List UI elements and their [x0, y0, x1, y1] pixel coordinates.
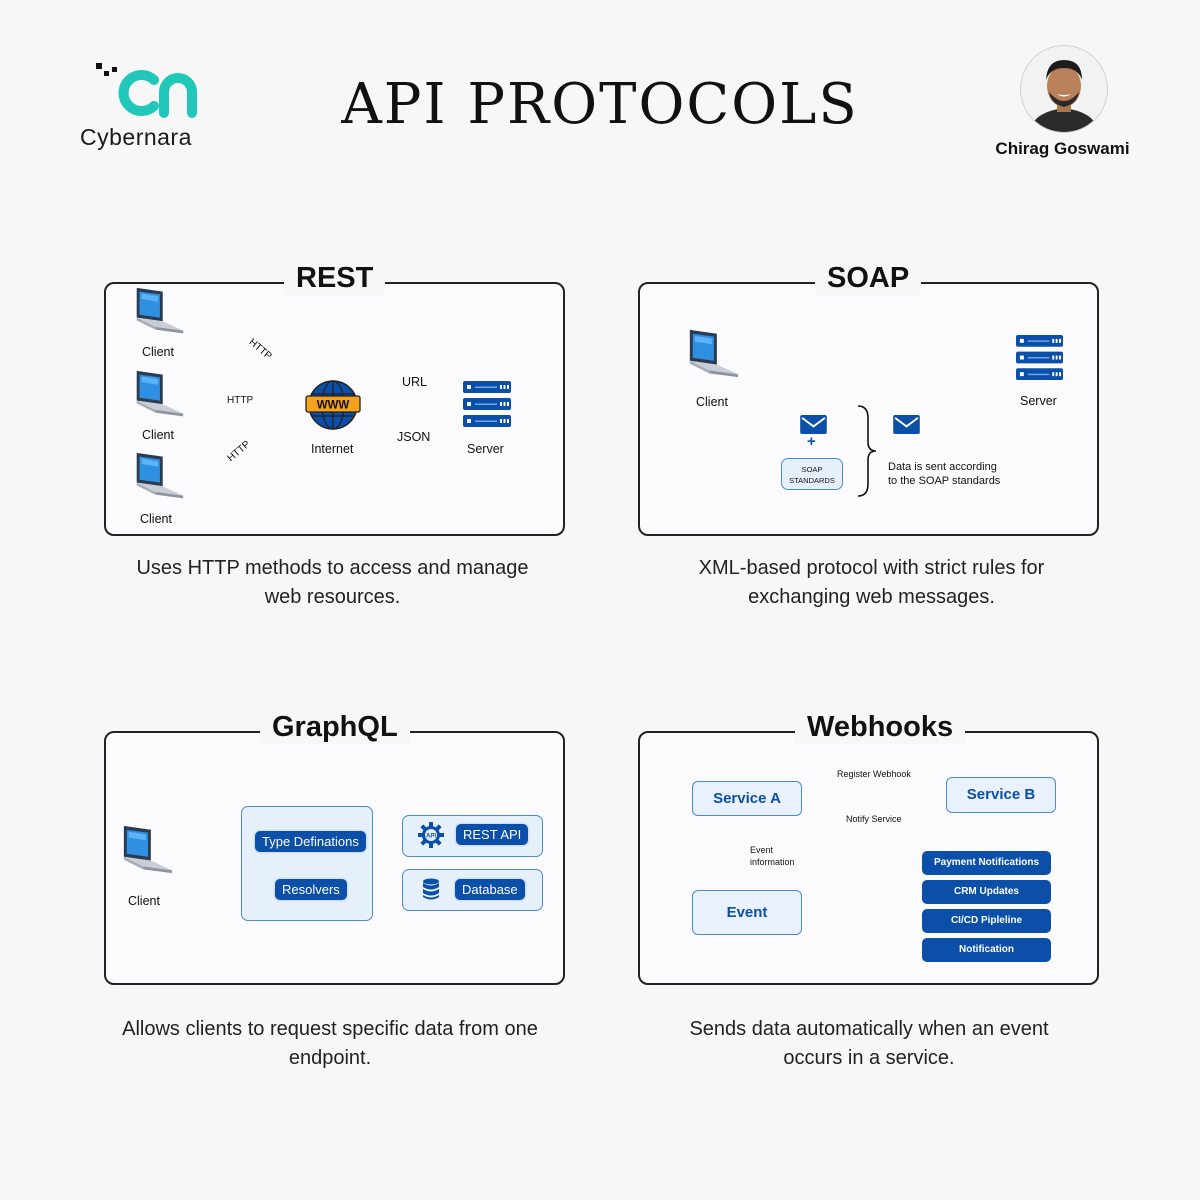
cybernara-logo-mark: [96, 63, 197, 118]
laptop-icon: [131, 451, 187, 503]
laptop-icon: [684, 328, 742, 382]
graphql-caption: Allows clients to request specific data …: [100, 1015, 560, 1073]
laptop-icon: [131, 369, 187, 421]
service-a-box: Service A: [692, 781, 802, 816]
rest-server-label: Server: [467, 442, 504, 456]
event-info-line2: information: [750, 857, 795, 867]
plus-sign: +: [807, 433, 816, 450]
rest-api-pill: REST API: [456, 824, 529, 845]
soap-note: Data is sent according to the SOAP stand…: [888, 460, 1000, 488]
www-text: WWW: [317, 400, 350, 412]
envelope-icon: [800, 415, 827, 434]
rest-client-label: Client: [142, 345, 174, 359]
envelope-icon: [893, 415, 920, 434]
crm-updates-pill: CRM Updates: [922, 880, 1051, 904]
graphql-client-label: Client: [128, 894, 160, 908]
globe-icon: WWW: [305, 380, 361, 430]
api-icon-text: API: [426, 834, 436, 840]
graphql-caption-line1: Allows clients to request specific data …: [122, 1018, 538, 1040]
soap-panel: SOAP: [638, 262, 1099, 536]
resolvers-pill: Resolvers: [275, 879, 347, 900]
webhooks-caption: Sends data automatically when an event o…: [638, 1015, 1100, 1073]
server-icon: [1016, 335, 1063, 382]
soap-standards-line2: STANDARDS: [789, 476, 835, 485]
webhooks-caption-line2: occurs in a service.: [783, 1047, 955, 1069]
graphql-caption-line2: endpoint.: [288, 1047, 372, 1069]
soap-standards-box: SOAP STANDARDS: [781, 458, 843, 490]
author-avatar: [1020, 45, 1108, 133]
notification-pill: Notification: [922, 938, 1051, 962]
schema-box: [241, 806, 373, 921]
rest-caption-line1: Uses HTTP methods to access and manage: [136, 557, 529, 579]
rest-client-label: Client: [142, 428, 174, 442]
graphql-title: GraphQL: [260, 711, 410, 744]
soap-server-label: Server: [1020, 394, 1057, 408]
gear-icon: API: [418, 822, 444, 848]
rest-client-label: Client: [140, 512, 172, 526]
soap-client-label: Client: [696, 395, 728, 409]
event-box: Event: [692, 890, 802, 935]
laptop-icon: [131, 286, 187, 338]
soap-standards-line1: SOAP: [801, 465, 823, 474]
soap-caption-line2: exchanging web messages.: [748, 586, 995, 608]
author-photo: [1021, 46, 1107, 132]
soap-caption: XML-based protocol with strict rules for…: [638, 554, 1105, 612]
url-label: URL: [402, 375, 428, 389]
rest-caption: Uses HTTP methods to access and manage w…: [104, 554, 561, 612]
service-b-box: Service B: [946, 777, 1056, 813]
database-icon: [423, 878, 439, 900]
cybernara-logo: [92, 58, 202, 120]
laptop-icon: [118, 824, 176, 878]
rest-caption-line2: web resources.: [264, 586, 401, 608]
soap-note-line1: Data is sent according: [888, 461, 997, 473]
brand-name: Cybernara: [80, 124, 192, 150]
internet-label: Internet: [311, 442, 354, 456]
rest-title: REST: [284, 262, 386, 295]
json-label: JSON: [397, 430, 431, 444]
server-icon: [463, 381, 511, 429]
author-name: Chirag Goswami: [995, 139, 1130, 158]
notify-service-label: Notify Service: [846, 814, 902, 824]
soap-caption-line1: XML-based protocol with strict rules for: [698, 557, 1045, 579]
page-title: API PROTOCOLS: [341, 72, 859, 137]
event-info-line1: Event: [750, 845, 774, 855]
soap-note-line2: to the SOAP standards: [888, 475, 1001, 487]
webhooks-caption-line1: Sends data automatically when an event: [689, 1018, 1049, 1040]
soap-title: SOAP: [815, 262, 922, 295]
curly-brace: [857, 405, 877, 497]
payment-notifications-pill: Payment Notifications: [922, 851, 1051, 875]
type-definitions-pill: Type Definations: [255, 831, 366, 852]
http-label: HTTP: [227, 395, 254, 406]
database-pill: Database: [455, 879, 525, 900]
webhooks-title: Webhooks: [795, 711, 966, 744]
cicd-pipeline-pill: CI/CD Pipleline: [922, 909, 1051, 933]
register-webhook-label: Register Webhook: [837, 769, 911, 779]
event-information-label: Event information: [750, 844, 795, 868]
